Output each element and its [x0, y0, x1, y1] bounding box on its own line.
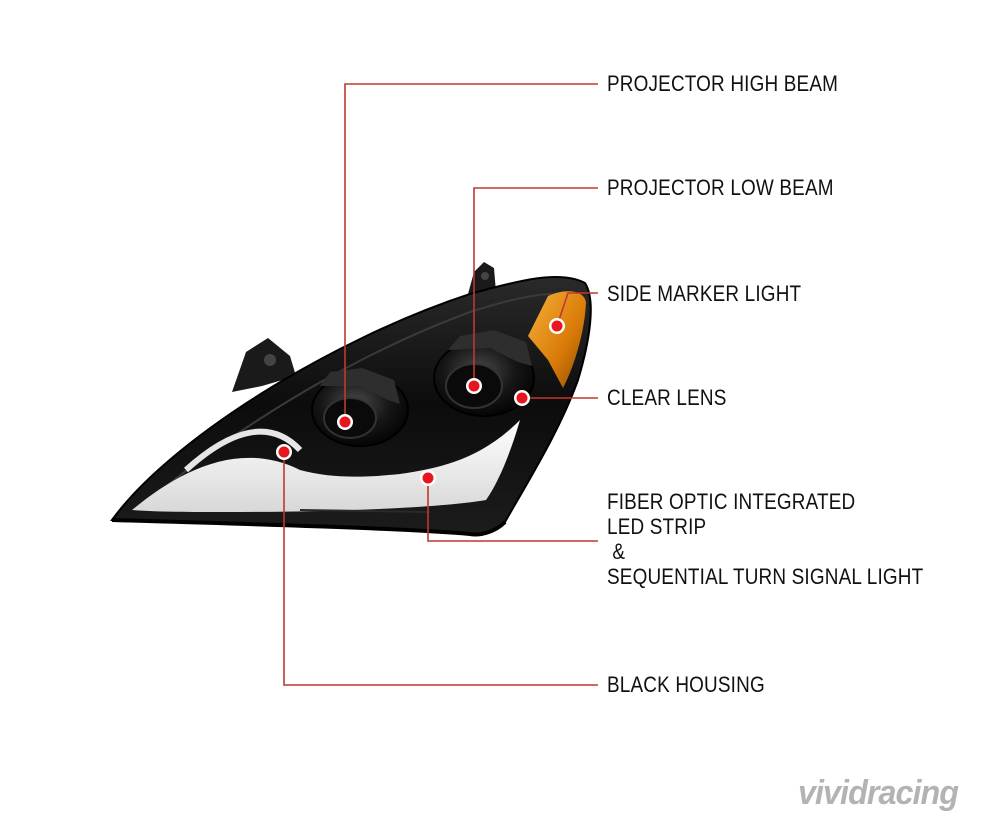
amber-side-marker [528, 291, 586, 388]
label-projector-high-beam: PROJECTOR HIGH BEAM [607, 71, 839, 96]
label-clear-lens: CLEAR LENS [607, 385, 727, 410]
vividracing-watermark: vividracing [798, 774, 959, 812]
projector-high-beam-lens [311, 368, 409, 447]
leader-side-marker-light [556, 292, 598, 327]
marker-dot [551, 320, 563, 332]
marker-dot [339, 416, 351, 428]
leader-projector-high-beam [344, 83, 598, 422]
label-line: LED STRIP [607, 514, 707, 539]
marker-dot [278, 446, 290, 458]
label-line: SEQUENTIAL TURN SIGNAL LIGHT [607, 564, 924, 589]
label-fiber-optic-led-strip: FIBER OPTIC INTEGRATED LED STRIP & SEQUE… [607, 489, 923, 589]
label-line: FIBER OPTIC INTEGRATED [607, 489, 856, 514]
mount-tab-left [232, 338, 296, 392]
marker-dot [516, 392, 528, 404]
label-black-housing: BLACK HOUSING [607, 672, 765, 697]
leader-black-housing [283, 452, 598, 686]
marker-dot [468, 380, 480, 392]
led-strip [132, 420, 520, 512]
leader-projector-low-beam [473, 187, 598, 386]
label-side-marker-light: SIDE MARKER LIGHT [607, 281, 802, 306]
label-line: & [607, 539, 626, 564]
leader-fiber-optic-led-strip [427, 478, 598, 542]
marker-dots [276, 318, 565, 486]
marker-dot [422, 472, 434, 484]
leader-lines [283, 83, 598, 686]
headlight-product [110, 262, 592, 537]
label-projector-low-beam: PROJECTOR LOW BEAM [607, 175, 834, 200]
